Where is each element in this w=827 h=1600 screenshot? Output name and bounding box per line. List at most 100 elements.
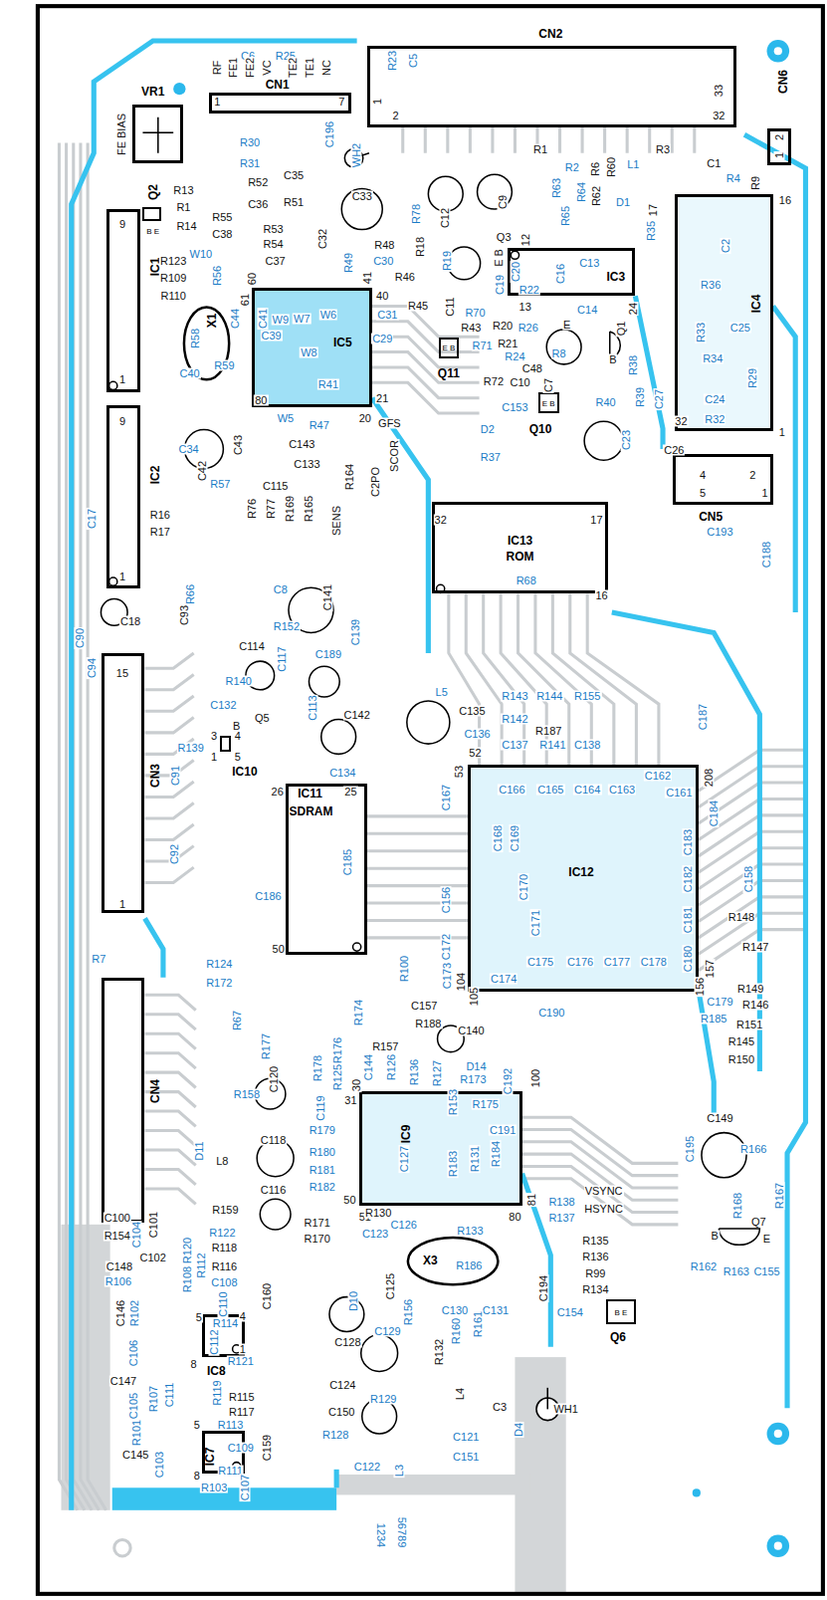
part-label: C134 — [328, 766, 357, 778]
transistor: Q2B E — [142, 206, 161, 221]
part-label: R129 — [369, 1392, 398, 1404]
capacitor-outline — [329, 1296, 365, 1332]
transistor: E BQ10 — [538, 392, 559, 413]
part-label: R131 — [469, 1144, 481, 1173]
trace — [558, 127, 562, 154]
mounting-hole — [767, 1422, 791, 1446]
part-label: D11 — [193, 1139, 205, 1161]
part-label: C111 — [164, 1380, 176, 1408]
part-label: C167 — [439, 783, 451, 812]
part-label: R8 — [550, 347, 567, 359]
pin-number: 1 — [118, 374, 127, 386]
part-label: R181 — [308, 1164, 337, 1176]
part-name: IC13 — [507, 534, 533, 548]
part-label: R124 — [205, 958, 233, 970]
part-label: R141 — [538, 739, 567, 751]
part-name: Q2 — [146, 184, 160, 201]
connector: CN2 — [367, 45, 737, 128]
part-label: C128 — [333, 1336, 362, 1348]
capacitor-outline — [259, 1198, 291, 1230]
part-label: R142 — [500, 713, 529, 725]
part-label: C136 — [462, 727, 491, 739]
part-label: C183 — [681, 827, 693, 856]
part-label: R152 — [272, 620, 301, 632]
part-label: R29 — [747, 367, 759, 390]
part-name: IC12 — [568, 865, 594, 879]
part-label: R78 — [411, 203, 422, 225]
pin-number: 32 — [433, 513, 448, 525]
crystal-outline — [406, 1236, 500, 1285]
part-label: R174 — [352, 998, 364, 1027]
part-label: R133 — [455, 1224, 484, 1236]
part-label: R113 — [216, 1419, 244, 1431]
part-label: R60 — [605, 156, 617, 179]
part-label: R22 — [518, 284, 541, 296]
part-label: C112 — [208, 1328, 220, 1356]
part-label: C113 — [306, 693, 318, 721]
part-label: R130 — [364, 1207, 393, 1219]
pin-number: 1 — [212, 96, 221, 108]
part-label: R179 — [308, 1124, 337, 1136]
connector: CN5 — [672, 453, 773, 505]
trimmer: VR1 — [132, 104, 184, 164]
part-name: E B — [542, 398, 556, 408]
pin-number: 31 — [343, 1093, 358, 1105]
pin1-marker — [510, 250, 519, 259]
part-label: R24 — [503, 350, 526, 362]
part-label: R3 — [654, 143, 671, 155]
part-label: R147 — [741, 940, 770, 952]
part-label: C18 — [119, 616, 142, 627]
part-label: C26 — [662, 443, 685, 455]
trace — [698, 896, 809, 938]
mounting-hole — [774, 1429, 783, 1438]
part-label: C147 — [109, 1375, 138, 1387]
transistor: E BQ11 — [438, 337, 459, 358]
part-label: C161 — [664, 787, 693, 799]
part-label: C153 — [500, 401, 529, 413]
part-label: C25 — [729, 321, 752, 333]
part-label: R171 — [303, 1216, 332, 1228]
ic-chip: IC2 — [106, 405, 142, 589]
trace — [468, 127, 472, 154]
trace — [522, 1173, 552, 1347]
part-label: C184 — [708, 798, 720, 827]
part-label: R118 — [210, 1241, 238, 1253]
pin-number: 104 — [455, 971, 467, 992]
part-label: R183 — [446, 1149, 458, 1178]
part-label: R106 — [104, 1274, 133, 1286]
part-label: D4 — [512, 1421, 524, 1438]
part-label: C185 — [342, 847, 354, 876]
part-label: R164 — [344, 461, 356, 490]
pin-number: 1 — [773, 151, 785, 160]
part-label: R16 — [149, 509, 172, 521]
trace — [698, 863, 809, 905]
transistor: B EQ6 — [606, 1298, 637, 1324]
trace — [367, 918, 468, 922]
part-label: R116 — [210, 1259, 238, 1271]
trace — [145, 1033, 197, 1048]
capacitor-outline — [584, 420, 623, 460]
part-label: R144 — [535, 689, 564, 701]
connector: CN1 — [208, 92, 352, 113]
part-label: C169 — [509, 824, 521, 852]
part-label: R176 — [332, 1035, 344, 1064]
capacitor-outline — [407, 700, 450, 744]
trace — [513, 127, 517, 154]
part-label: R33 — [694, 321, 706, 344]
part-label: R2 — [564, 162, 581, 174]
trimmer-arrow — [157, 117, 160, 154]
part-name: IC5 — [333, 336, 353, 350]
signal-name: VSYNC — [584, 1184, 624, 1196]
part-label: R140 — [224, 675, 253, 687]
part-label: C174 — [489, 972, 518, 984]
pin-number: 60 — [246, 271, 258, 286]
part-label: C108 — [209, 1275, 238, 1287]
part-label: R58 — [189, 327, 201, 350]
signal-name: HSYNC — [583, 1203, 624, 1215]
mounting-hole — [767, 39, 791, 63]
part-label: C191 — [488, 1124, 517, 1136]
trace — [445, 127, 449, 154]
part-name: ROM — [506, 550, 535, 564]
part-label: R6 — [590, 161, 602, 178]
pin-number: 1234 — [375, 1521, 387, 1548]
